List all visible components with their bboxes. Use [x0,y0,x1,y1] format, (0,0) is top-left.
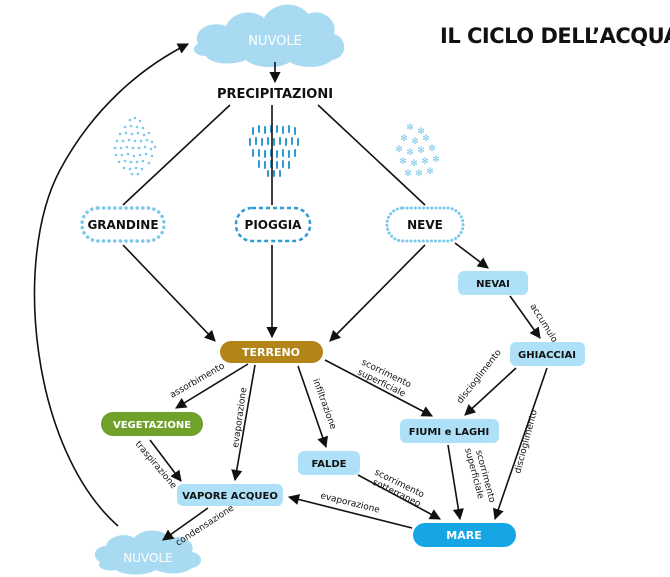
node-nuvole-bottom: NUVOLE [123,551,172,565]
arrow-mare-vapore [287,494,413,529]
arrow-fiumi-mare [447,444,464,521]
node-fiumi-laghi: FIUMI e LAGHI [409,427,490,438]
cloud-bottom: NUVOLE [94,530,201,575]
arrow-grandine-terreno [122,244,216,342]
arrow-vapore-nuvole [162,507,209,541]
line-precipitazioni-grandine [122,104,231,206]
label-evaporazione-terreno: evaporazione [231,386,249,448]
node-mare-box: MARE [413,523,516,547]
node-neve: NEVE [407,218,443,232]
arrows [33,43,548,541]
arrow-terreno-vegetazione [175,363,249,409]
arrow-ghiacciai-mare [492,367,548,521]
hail-dots-icon [113,116,157,176]
svg-text:✻: ✻ [400,134,408,144]
svg-text:✻: ✻ [406,123,414,133]
arrow-vegetazione-vapore [149,439,182,482]
cloud-top: NUVOLE [193,4,345,68]
node-fiumi-laghi-box: FIUMI e LAGHI [400,419,499,443]
node-grandine: GRANDINE [87,218,158,232]
diagram-title: IL CICLO DELL’ACQUA [440,24,670,48]
arrow-terreno-fiumi [324,359,433,417]
arrow-terreno-vapore [231,364,256,482]
node-nuvole-top: NUVOLE [248,34,302,49]
node-falde: FALDE [312,459,347,470]
node-vapore-acqueo-box: VAPORE ACQUEO [177,484,283,506]
arrow-terreno-falde [297,365,328,449]
node-pioggia: PIOGGIA [245,218,303,232]
svg-text:✻: ✻ [410,159,418,169]
label-discioglimento-mare: discioglimento [513,408,540,474]
node-falde-box: FALDE [298,451,360,475]
arrow-ghiacciai-fiumi [464,367,517,416]
node-neve-pill: NEVE [385,206,465,243]
svg-text:✻: ✻ [411,137,419,147]
node-ghiacciai-box: GHIACCIAI [510,342,585,366]
node-nevai: NEVAI [476,279,510,290]
node-grandine-pill: GRANDINE [80,206,166,243]
snowflakes-icon: ✻✻ ✻✻✻ ✻✻✻✻ ✻✻✻✻ ✻✻✻ [395,123,440,179]
arrow-falde-mare [357,474,441,520]
node-terreno-box: TERRENO [220,341,323,363]
svg-text:✻: ✻ [421,157,429,167]
line-precipitazioni-neve [317,104,426,206]
svg-text:✻: ✻ [399,157,407,167]
arrow-nuvole-bottom-to-top [33,43,190,527]
arrow-neve-terreno [329,244,426,342]
label-accumulo: accumulo [527,302,559,345]
node-mare: MARE [446,529,481,542]
node-terreno: TERRENO [242,346,300,359]
node-vegetazione-box: VEGETAZIONE [101,412,203,436]
svg-text:✻: ✻ [406,148,414,158]
svg-text:✻: ✻ [415,169,423,179]
arrow-nevai-ghiacciai [509,295,541,339]
arrow-neve-nevai [454,242,489,269]
node-vapore-acqueo: VAPORE ACQUEO [182,491,278,502]
node-nevai-box: NEVAI [458,271,528,295]
svg-text:✻: ✻ [426,167,434,177]
label-infiltrazione: infiltrazione [310,378,338,432]
svg-text:✻: ✻ [428,144,436,154]
label-discioglimento-fiumi: discioglimento [455,348,504,406]
node-pioggia-pill: PIOGGIA [234,206,312,243]
svg-text:✻: ✻ [417,127,425,137]
svg-text:✻: ✻ [432,155,440,165]
svg-text:✻: ✻ [404,169,412,179]
node-precipitazioni: PRECIPITAZIONI [217,87,333,102]
svg-text:✻: ✻ [422,134,430,144]
svg-text:✻: ✻ [395,145,403,155]
node-ghiacciai: GHIACCIAI [518,350,576,361]
node-vegetazione: VEGETAZIONE [113,420,191,431]
rain-drops-icon [249,125,299,177]
svg-text:✻: ✻ [417,146,425,156]
